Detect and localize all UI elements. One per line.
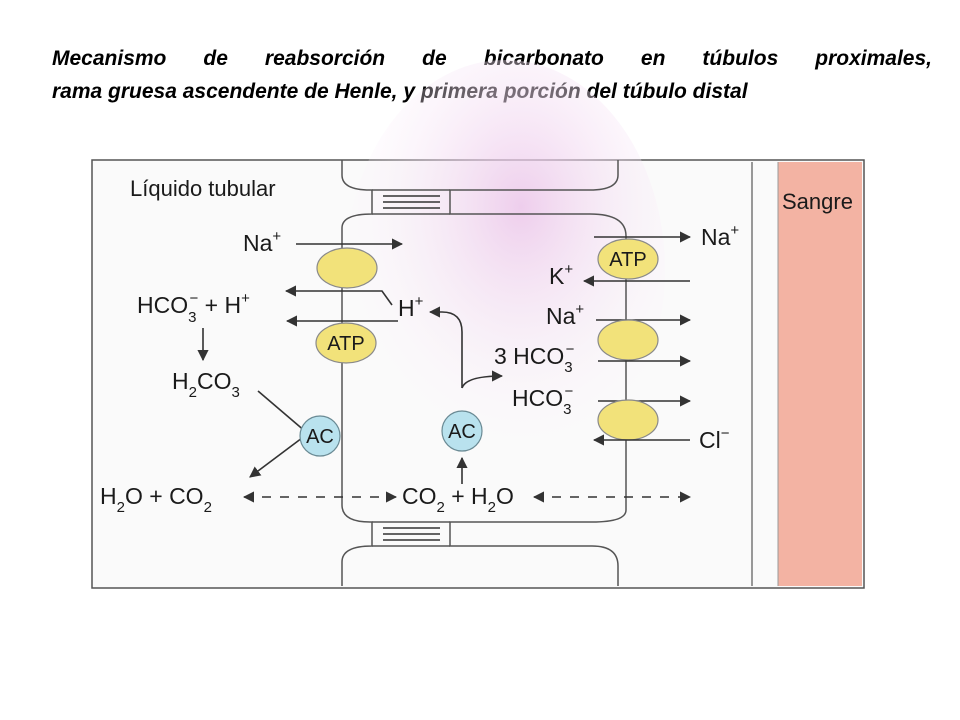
cl-hco3-exchanger — [597, 399, 659, 441]
cell-membrane-bottom — [341, 504, 373, 586]
baso-na-label: Na+ — [546, 301, 584, 329]
cell-h-label: H+ — [398, 293, 424, 321]
apical-h-out-arrow — [284, 285, 393, 306]
na-hco3-cotransporter — [597, 319, 659, 361]
lumen-h2co3-label: H2CO3 — [172, 368, 240, 401]
cell-carbonic-anhydrase — [441, 410, 483, 452]
cell-ac-label: AC — [448, 421, 476, 443]
baso-3hco3-label: 3 HCO3− — [494, 341, 575, 376]
lumen-hco3-h-label: HCO3− + H+ — [137, 290, 250, 326]
title-line-1: Mecanismo de reabsorción de bicarbonato … — [52, 47, 932, 70]
cell-hco3-arrow — [461, 370, 504, 389]
baso-hco3-label: HCO3− — [512, 383, 573, 418]
lumen-ac-label: AC — [306, 426, 334, 448]
lumen-carbonic-anhydrase — [299, 415, 341, 457]
tight-junction-bottom — [383, 527, 440, 541]
cell-membrane-top-right — [449, 160, 627, 510]
lumen-label: Líquido tubular — [130, 176, 276, 201]
baso-atp-label: ATP — [609, 249, 646, 271]
apical-atp-pump — [315, 322, 377, 364]
blood-label: Sangre — [782, 189, 853, 214]
baso-cl-label: Cl− — [699, 425, 730, 453]
cell-h-arrow — [428, 306, 463, 388]
baso-na-out-label: Na+ — [701, 222, 739, 250]
tight-junction-top — [383, 195, 440, 209]
apical-na-label: Na+ — [243, 228, 281, 256]
apical-atp-label: ATP — [327, 333, 364, 355]
cell-co2-h2o-label: CO2 + H2O — [402, 483, 514, 516]
na-k-atpase — [597, 238, 659, 280]
lumen-ac-to-h2o-arrow — [249, 437, 303, 478]
lumen-h2o-co2-label: H2O + CO2 — [100, 483, 212, 516]
baso-k-label: K+ — [549, 261, 573, 289]
na-h-exchanger — [316, 247, 378, 289]
blood-region — [778, 162, 862, 586]
cytoplasm-tint — [345, 60, 665, 480]
